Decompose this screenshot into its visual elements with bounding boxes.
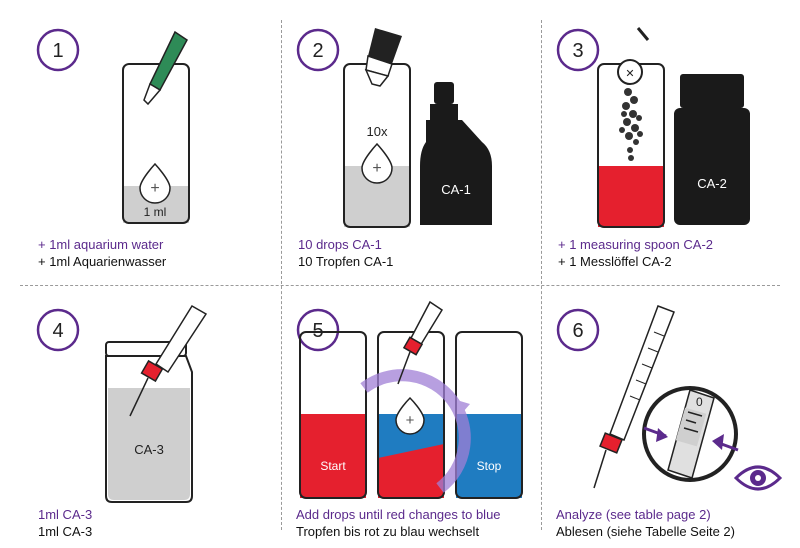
pipette-icon [143, 30, 188, 106]
step-4-panel: 4 CA-3 1ml CA-3 1ml CA-3 [20, 292, 275, 548]
caption-de: Ablesen (siehe Tabelle Seite 2) [556, 524, 735, 539]
circular-arrow-icon [360, 369, 471, 493]
step-4-caption: 1ml CA-3 1ml CA-3 [38, 506, 92, 540]
bottle-label: CA-3 [134, 442, 164, 457]
caption-en: + 1 measuring spoon CA-2 [558, 237, 714, 252]
tube-mixing: + [377, 331, 445, 499]
step-6-illustration: 6 0 [556, 305, 783, 491]
drop-icon [139, 162, 171, 204]
step-badge-circle [36, 28, 80, 72]
caption-en: 1ml CA-3 [38, 507, 93, 522]
caption-en: Add drops until red changes to blue [296, 507, 501, 522]
dropper-icon [364, 28, 402, 87]
step-3-panel: 3 ✕ CA-2 + 1 measuring spoon CA-2 + 1 Me… [540, 20, 800, 280]
drop-icon [361, 142, 393, 184]
caption-de: + 1ml Aquarienwasser [38, 254, 167, 269]
bottle-label: CA-1 [441, 182, 471, 197]
step-6-panel: 6 0 [540, 292, 800, 548]
step-badge-circle [296, 308, 340, 352]
step-badge-circle [296, 28, 340, 72]
syringe-icon [397, 300, 444, 385]
step-5-panel: 5 Start + Stop [280, 292, 540, 548]
step-2-panel: 2 10x + CA-1 10 drops CA-1 10 Tropfen CA… [280, 20, 540, 280]
separator-horizontal [20, 285, 780, 286]
caption-en: 10 drops CA-1 [298, 237, 382, 252]
step-1-caption: + 1ml aquarium water + 1ml Aquarienwasse… [38, 236, 166, 270]
red-liquid [598, 166, 664, 227]
step-badge-circle [556, 308, 600, 352]
eye-icon [733, 465, 783, 491]
separator-vertical-right [541, 20, 542, 530]
svg-text:+: + [372, 160, 381, 177]
bottle-label: CA-2 [697, 176, 727, 191]
measuring-spoon-icon: ✕ [617, 27, 650, 85]
step-3-illustration: 3 ✕ CA-2 [556, 27, 750, 228]
step-1-illustration: 1 + 1 ml [36, 28, 190, 224]
step-2-caption: 10 drops CA-1 10 Tropfen CA-1 [298, 236, 393, 270]
svg-text:✕: ✕ [625, 68, 634, 80]
caption-en: + 1ml aquarium water [38, 237, 164, 252]
bottle-ca2: CA-2 [674, 74, 750, 225]
drop-icon [395, 396, 425, 435]
bottle-ca1: CA-1 [420, 82, 492, 225]
step-5-illustration: 5 Start + Stop [296, 300, 523, 499]
start-label: Start [320, 459, 346, 473]
step-2-illustration: 2 10x + CA-1 [296, 28, 492, 228]
tube-start: Start [299, 331, 367, 499]
scale-label: 0 [696, 395, 703, 409]
step-6-caption: Analyze (see table page 2) Ablesen (sieh… [556, 506, 735, 540]
caption-de: + 1 Messlöffel CA-2 [558, 254, 672, 269]
caption-de: 1ml CA-3 [38, 524, 93, 539]
stop-label: Stop [477, 459, 502, 473]
caption-en: Analyze (see table page 2) [556, 507, 711, 522]
caption-de: 10 Tropfen CA-1 [298, 254, 394, 269]
svg-text:+: + [150, 180, 159, 197]
syringe-icon [129, 304, 208, 417]
separator-vertical-left [281, 20, 282, 530]
syringe-icon [593, 305, 675, 489]
test-tube [122, 63, 190, 224]
step-badge-circle [36, 308, 80, 352]
count-label: 10x [367, 124, 388, 139]
caption-de: Tropfen bis rot zu blau wechselt [296, 524, 480, 539]
step-1-panel: 1 + 1 ml + 1ml aquarium water + 1ml Aqua… [20, 20, 275, 280]
step-number: 3 [572, 40, 583, 62]
drop-label: 1 ml [144, 205, 167, 219]
step-3-caption: + 1 measuring spoon CA-2 + 1 Messlöffel … [558, 236, 713, 270]
step-number: 1 [52, 40, 63, 62]
step-5-caption: Add drops until red changes to blue Trop… [296, 506, 501, 540]
step-number: 6 [572, 320, 583, 342]
magnifier-icon: 0 [642, 386, 739, 482]
powder-icon [619, 88, 643, 161]
svg-text:+: + [406, 412, 415, 429]
step-number: 2 [312, 40, 323, 62]
step-number: 4 [52, 320, 63, 342]
step-4-illustration: 4 CA-3 [36, 304, 208, 503]
step-badge-circle [556, 28, 600, 72]
